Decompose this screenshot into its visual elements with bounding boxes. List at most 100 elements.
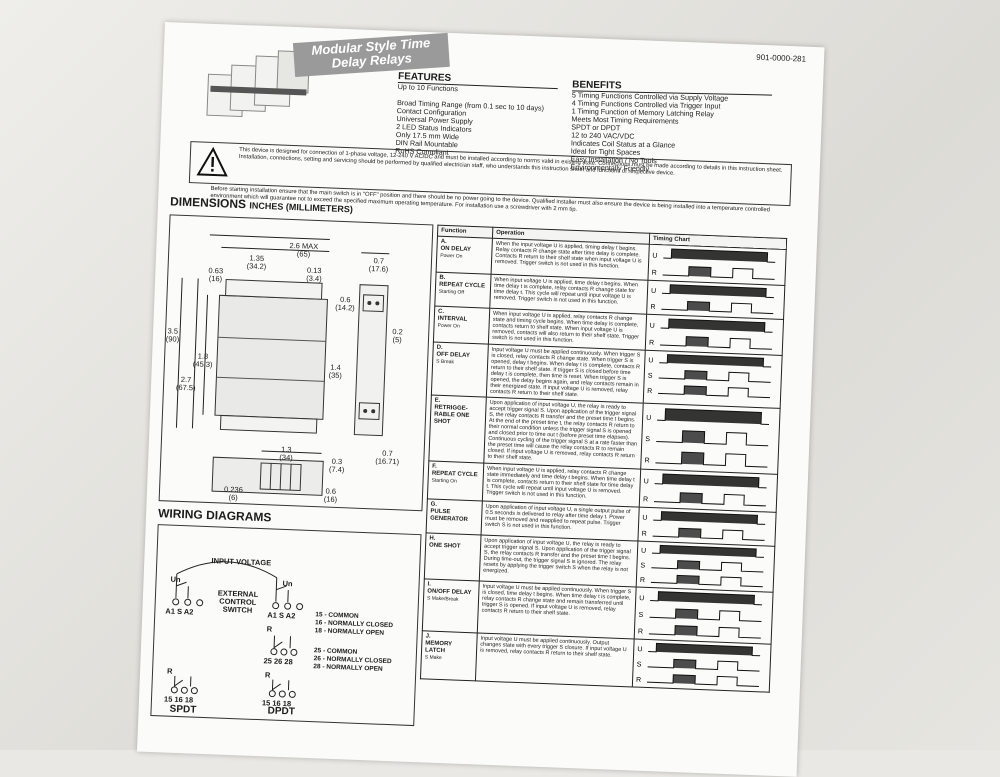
- dim-2-7: 2.7(67.5): [175, 374, 196, 393]
- wiring-title: WIRING DIAGRAMS: [157, 506, 272, 525]
- dim-0-3: 0.3(7.4): [328, 456, 345, 475]
- function-sub: Power On: [437, 322, 460, 330]
- signal-label: R: [652, 270, 657, 277]
- signal-label: S: [648, 373, 653, 380]
- timing-diagram: U S R: [636, 642, 761, 687]
- operation-cell: When input voltage U is applied, relay c…: [488, 308, 647, 351]
- signal-trace: [659, 336, 772, 350]
- signal-label: R: [649, 340, 654, 347]
- signal-on-block: [662, 474, 759, 488]
- signal-trace: [646, 674, 759, 687]
- relay-r-dpdt-top: R: [266, 624, 273, 634]
- signal-trace: [649, 608, 762, 623]
- function-cell: G.PULSE GENERATOR: [426, 498, 483, 536]
- signal-label: U: [642, 515, 647, 522]
- signal-trace: [648, 625, 761, 639]
- signal-trace: [650, 574, 763, 588]
- signal-on-block: [688, 266, 711, 277]
- document-number: 901-0000-281: [756, 52, 807, 64]
- signal-on-block: [673, 659, 696, 669]
- timing-diagram: UR: [643, 473, 767, 507]
- dim-1-4: 1.4(35): [328, 362, 343, 381]
- warning-box: This device is designed for connection o…: [188, 141, 793, 207]
- signal-label: S: [637, 661, 642, 668]
- signal-on-block: [658, 591, 755, 605]
- signal-trace: [655, 451, 768, 468]
- signal-label: R: [644, 457, 649, 464]
- signal-on-block: [682, 430, 705, 444]
- external-switch-label: EXTERNAL CONTROL SWITCH: [217, 588, 259, 615]
- timing-diagram: USR: [638, 591, 763, 639]
- timing-diagram: UR: [649, 318, 773, 350]
- timing-diagram: UR: [650, 284, 774, 315]
- operation-cell: When input voltage U is applied, relay c…: [482, 463, 641, 508]
- operation-cell: When the input voltage U is applied, tim…: [491, 238, 650, 281]
- un-label-1: Un: [170, 574, 181, 585]
- signal-label: U: [644, 478, 649, 485]
- wiring-diagram: INPUT VOLTAGE EXTERNAL CONTROL SWITCH Un…: [150, 524, 422, 727]
- dim-0-7b: 0.7(16.71): [375, 448, 400, 467]
- signal-on-block: [671, 249, 768, 263]
- signal-label: R: [643, 496, 648, 503]
- signal-on-block: [661, 511, 758, 525]
- timing-diagram: UR: [642, 511, 766, 541]
- signal-trace: [650, 591, 763, 606]
- operation-cell: Input voltage U must be applied continuo…: [486, 344, 646, 404]
- operation-cell: Upon application of input voltage U, the…: [479, 535, 638, 588]
- signal-trace: [659, 354, 772, 368]
- signal-label: U: [641, 548, 646, 555]
- banner-title: Modular Style Time Delay Relays: [292, 32, 450, 78]
- signal-label: S: [640, 562, 645, 569]
- signal-on-block: [685, 336, 709, 347]
- signal-on-block: [672, 674, 696, 684]
- timing-chart-cell: U S R: [632, 638, 772, 693]
- signal-trace: [651, 544, 764, 558]
- dimensions-title-text: DIMENSIONS: [169, 194, 247, 212]
- dimensions-drawing: 2.6 MAX(65) 1.35(34.2) 0.63(16) 0.13(3.4…: [158, 214, 434, 512]
- signal-label: R: [636, 677, 641, 684]
- function-name: RETRIGGE-RABLE ONE SHOT: [433, 404, 470, 426]
- signal-on-block: [674, 625, 698, 636]
- warning-icon: [196, 146, 228, 177]
- dim-3-5: 3.5(90): [165, 326, 180, 344]
- signal-on-block: [679, 492, 703, 504]
- function-table: Function Operation Timing Chart A.ON DEL…: [420, 225, 787, 693]
- dimensions-units: INCHES (MILLIMETERS): [249, 200, 353, 215]
- dim-0-7: 0.7(17.6): [368, 256, 389, 274]
- signal-label: R: [638, 628, 643, 635]
- signal-label: U: [637, 646, 642, 653]
- function-sub: S Break: [436, 358, 455, 366]
- dpdt-label: DPDT: [267, 705, 296, 718]
- dim-0-6b: 0.6(16): [323, 486, 338, 504]
- signal-label: R: [640, 577, 645, 584]
- signal-trace: [653, 492, 766, 507]
- timing-diagram: USR: [644, 408, 770, 468]
- function-sub: S Make: [424, 654, 442, 662]
- signal-on-block: [659, 545, 757, 558]
- signal-label: U: [652, 253, 657, 260]
- signal-on-block: [667, 354, 764, 367]
- dpdt-terminals-top: 25 26 28: [263, 656, 293, 667]
- signal-label: R: [642, 531, 647, 538]
- wiring-svg: [170, 561, 304, 698]
- signal-label: U: [646, 415, 651, 422]
- signal-trace: [652, 527, 765, 541]
